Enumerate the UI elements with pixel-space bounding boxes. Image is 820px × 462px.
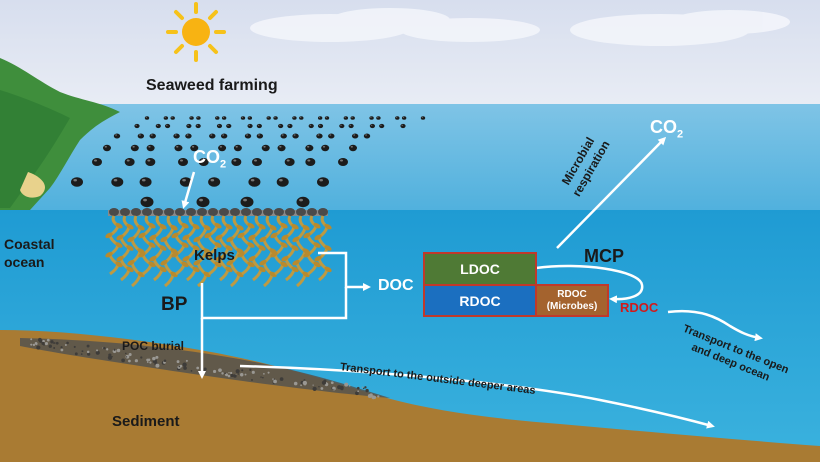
doc-label: DOC [378, 278, 414, 294]
rdoc-box: RDOC [423, 284, 537, 317]
sun-icon [168, 4, 224, 60]
sediment-label: Sediment [112, 414, 180, 429]
bp-label: BP [161, 295, 187, 314]
mcp-label: MCP [584, 247, 624, 265]
co2-farm-label: CO2 [193, 148, 226, 171]
ldoc-box: LDOC [423, 252, 537, 284]
co2-top-label: CO2 [650, 118, 683, 141]
seaweed-farming-label: Seaweed farming [146, 78, 278, 94]
coastal-ocean-label: Coastal ocean [4, 235, 64, 271]
poc-burial-label: POC burial [122, 340, 184, 352]
kelps-label: Kelps [194, 248, 235, 263]
farm-rope [108, 210, 328, 216]
rdoc-microbes-box: RDOC (Microbes) [537, 284, 609, 317]
rdoc-red-label: RDOC [620, 301, 658, 314]
far-sea-surface [0, 104, 820, 214]
